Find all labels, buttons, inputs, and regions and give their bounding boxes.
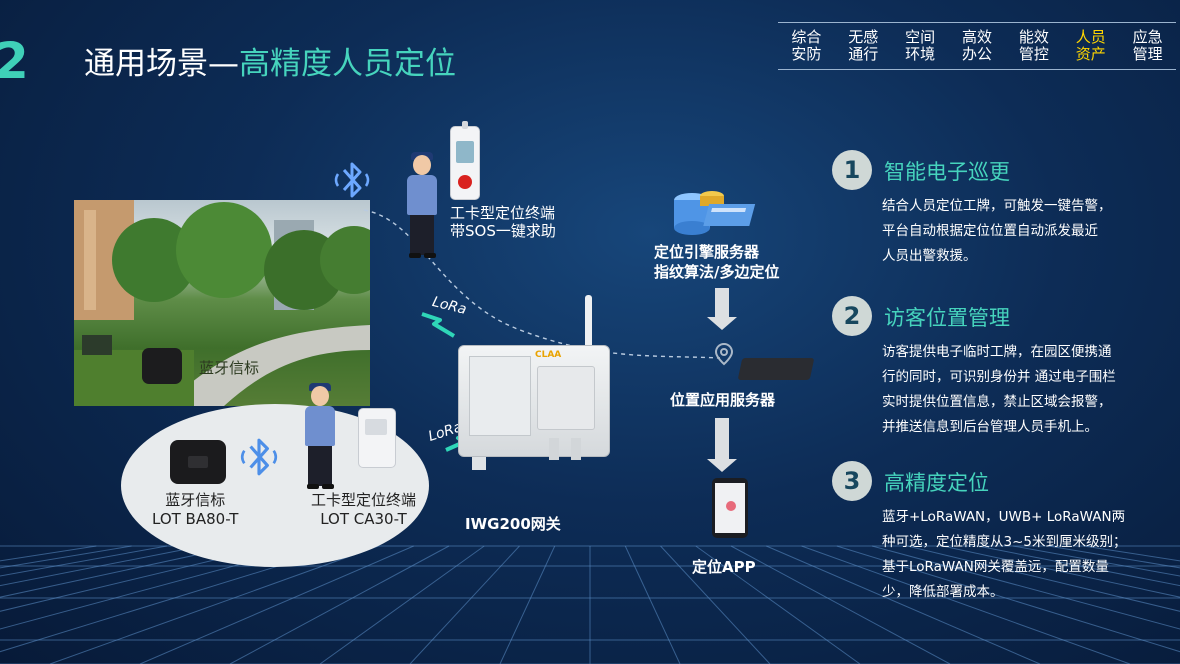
gateway-label: IWG200网关 — [465, 515, 561, 533]
feature-description: 结合人员定位工牌，可触发一键告警， 平台自动根据定位位置自动派发最近 人员出警救… — [882, 198, 1112, 264]
guard-figure-top — [404, 152, 440, 260]
beacon-model-label: 蓝牙信标 LOT BA80-T — [152, 491, 239, 528]
database-server-icon — [674, 191, 756, 235]
card-terminal-device — [358, 408, 396, 468]
lora-wave-icon-top — [421, 312, 456, 338]
nav-item-security[interactable]: 综合安防 — [791, 28, 822, 63]
photo-beacon-device — [142, 348, 182, 384]
feature-number: 1 — [832, 150, 872, 190]
nav-item-personnel[interactable]: 人员资产 — [1075, 28, 1106, 63]
gateway-antenna — [585, 295, 592, 365]
gateway-device: CLAA — [458, 345, 610, 460]
nav-item-office[interactable]: 高效办公 — [962, 28, 993, 63]
sos-button-icon — [458, 175, 472, 189]
category-nav: 综合安防 无感通行 空间环境 高效办公 能效管控 人员资产 应急管理 — [778, 22, 1176, 70]
page-title: 通用场景—高精度人员定位 — [84, 44, 456, 84]
feature-title: 访客位置管理 — [884, 306, 1010, 330]
sos-badge-device — [450, 121, 480, 200]
feature-description: 蓝牙+LoRaWAN，UWB+ LoRaWAN两 种可选，定位精度从3~5米到厘… — [882, 509, 1127, 600]
nav-item-emergency[interactable]: 应急管理 — [1132, 28, 1163, 63]
beacon-device — [170, 440, 226, 484]
sos-terminal-label: 工卡型定位终端 带SOS一键求助 — [450, 204, 556, 240]
location-server-label: 位置应用服务器 — [670, 391, 776, 409]
engine-server-label: 定位引擎服务器 指纹算法/多边定位 — [654, 243, 780, 281]
feature-precision: 3 高精度定位 蓝牙+LoRaWAN，UWB+ LoRaWAN两 种可选，定位精… — [832, 461, 1152, 606]
down-arrow-1 — [707, 288, 737, 330]
phone-app-device — [712, 478, 748, 538]
photo-beacon-label: 蓝牙信标 — [199, 359, 260, 377]
feature-visitor: 2 访客位置管理 访客提供电子临时工牌，在园区便携通 行的同时，可识别身份并 通… — [832, 296, 1152, 441]
feature-patrol: 1 智能电子巡更 结合人员定位工牌，可触发一键告警， 平台自动根据定位位置自动派… — [832, 150, 1152, 270]
park-scene — [74, 200, 370, 406]
page-title-prefix: 通用场景— — [84, 46, 239, 82]
park-photo — [74, 200, 370, 406]
page-title-main: 高精度人员定位 — [239, 46, 456, 82]
bluetooth-icon — [334, 160, 370, 206]
feature-number: 2 — [832, 296, 872, 336]
feature-description: 访客提供电子临时工牌，在园区便携通 行的同时，可识别身份并 通过电子围栏 实时提… — [882, 344, 1116, 435]
app-label: 定位APP — [692, 558, 756, 576]
slide-number: 2 — [0, 32, 29, 90]
card-terminal-model-label: 工卡型定位终端 LOT CA30-T — [311, 491, 417, 528]
nav-item-environment[interactable]: 空间环境 — [905, 28, 936, 63]
gateway-brand: CLAA — [535, 350, 562, 360]
network-switch-device — [737, 358, 815, 380]
location-pin-icon — [714, 342, 734, 366]
feature-number: 3 — [832, 461, 872, 501]
nav-item-access[interactable]: 无感通行 — [848, 28, 879, 63]
down-arrow-2 — [707, 418, 737, 472]
feature-title: 智能电子巡更 — [884, 160, 1010, 184]
nav-item-energy[interactable]: 能效管控 — [1018, 28, 1049, 63]
feature-title: 高精度定位 — [884, 471, 989, 495]
guard-figure-bottom — [302, 383, 338, 491]
bluetooth-icon-oval — [240, 436, 278, 484]
